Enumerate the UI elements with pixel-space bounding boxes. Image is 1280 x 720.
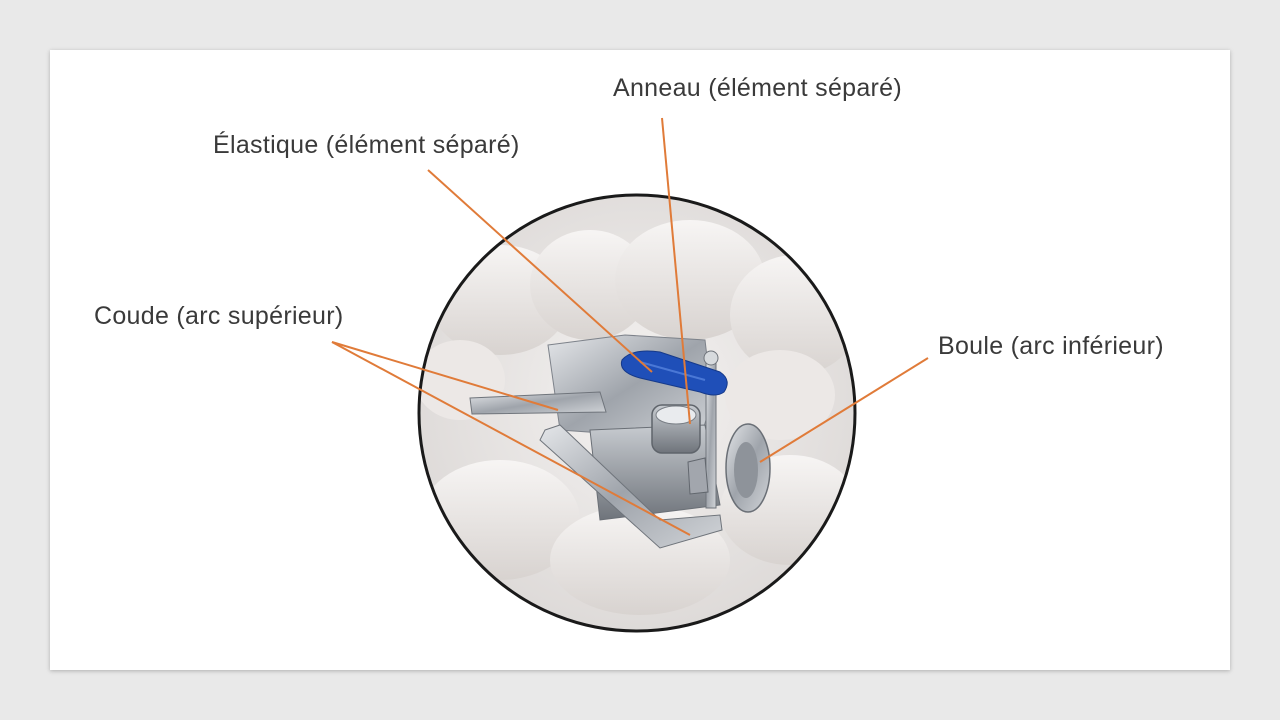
leader-anneau	[661, 117, 691, 425]
leader-boule	[759, 357, 929, 463]
bracket-assembly	[469, 334, 771, 549]
label-elastique: Élastique (élément séparé)	[213, 131, 520, 159]
leader-elastique	[427, 169, 653, 373]
magnifier-circle	[417, 193, 857, 633]
label-coude: Coude (arc supérieur)	[94, 302, 344, 330]
magnified-view	[419, 195, 855, 631]
leader-coude-2	[331, 341, 691, 536]
leader-lines	[331, 117, 929, 536]
lower-teeth	[420, 455, 855, 615]
label-boule: Boule (arc inférieur)	[938, 332, 1164, 360]
leader-coude-1	[331, 341, 559, 411]
label-anneau: Anneau (élément séparé)	[613, 74, 903, 102]
